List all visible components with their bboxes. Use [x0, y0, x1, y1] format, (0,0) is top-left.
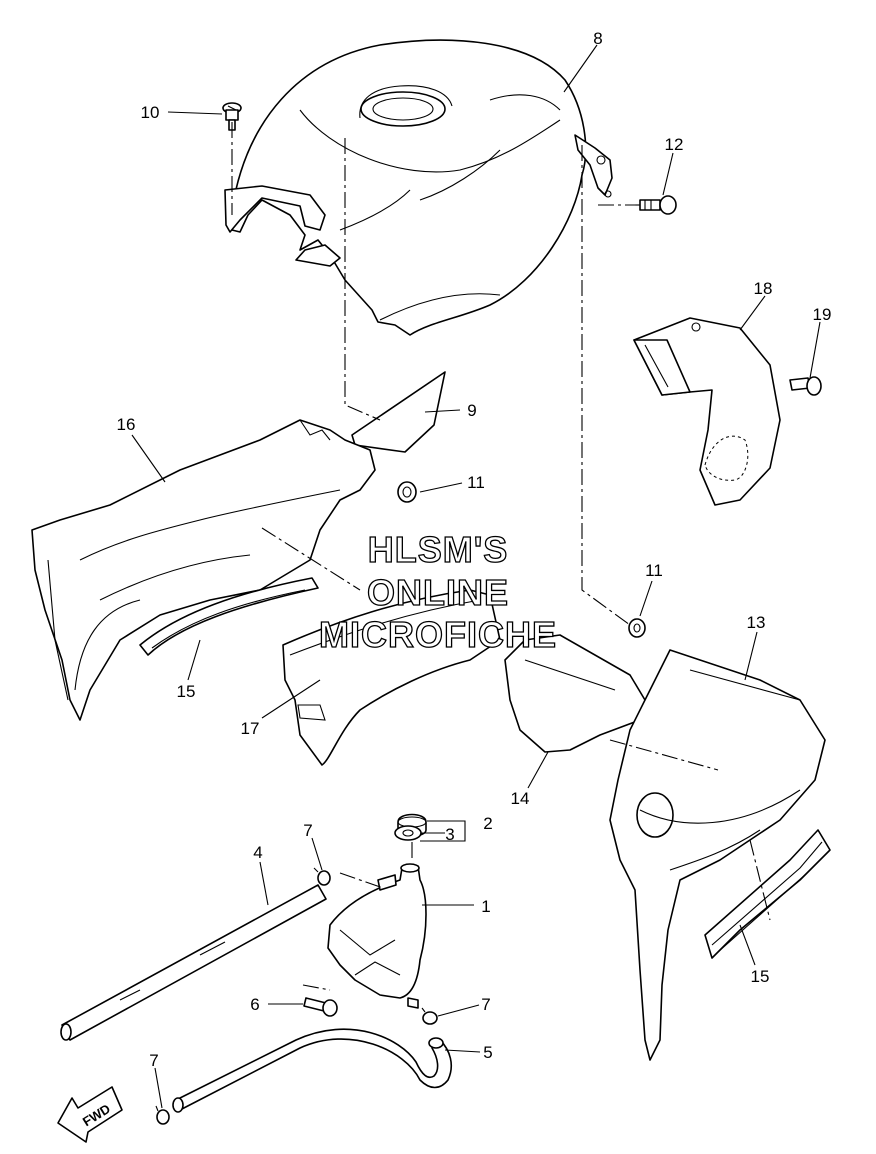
trim-strip-15b — [704, 829, 831, 959]
callout-9: 9 — [467, 401, 476, 420]
leader-lines — [131, 44, 821, 1109]
watermark-line-1: HLSM'S — [368, 529, 509, 570]
callout-10: 10 — [141, 103, 160, 122]
callout-1: 1 — [481, 897, 490, 916]
grommet-11a — [397, 481, 417, 503]
callout-19: 19 — [813, 305, 832, 324]
callout-7b: 7 — [481, 995, 490, 1014]
clip-7a — [313, 867, 331, 886]
callout-12: 12 — [665, 135, 684, 154]
bolt-12 — [639, 195, 677, 215]
watermark-line-2: ONLINE — [367, 572, 509, 613]
bolt-19 — [789, 376, 822, 396]
callout-15a: 15 — [177, 682, 196, 701]
grommet-11b — [628, 618, 646, 638]
callout-2: 2 — [483, 814, 492, 833]
callout-8: 8 — [593, 29, 602, 48]
callout-13: 13 — [747, 613, 766, 632]
trim-strip-15a — [139, 577, 319, 656]
clip-7b — [421, 1007, 438, 1025]
side-panel-17 — [282, 589, 501, 766]
callout-7a: 7 — [303, 821, 312, 840]
hose-5 — [172, 1028, 452, 1113]
side-cover-13 — [609, 649, 826, 1061]
callouts: 8 10 12 18 19 16 9 11 11 13 15 17 14 2 3… — [117, 29, 832, 1070]
callout-18: 18 — [754, 279, 773, 298]
callout-15b: 15 — [751, 967, 770, 986]
reservoir-tank-1 — [327, 863, 427, 1009]
air-duct-18 — [633, 317, 781, 506]
callout-7c: 7 — [149, 1051, 158, 1070]
callout-11a: 11 — [467, 473, 485, 492]
callout-16: 16 — [117, 415, 136, 434]
callout-17: 17 — [241, 719, 260, 738]
watermark-line-3: MICROFICHE — [319, 614, 557, 655]
side-panel-14 — [504, 634, 646, 753]
callout-3: 3 — [445, 825, 454, 844]
forward-arrow-icon: FWD — [57, 1086, 123, 1143]
watermark: HLSM'S ONLINE MICROFICHE — [318, 528, 557, 655]
side-cover-16 — [31, 419, 376, 721]
bolt-6 — [303, 997, 338, 1017]
callout-14: 14 — [511, 789, 530, 808]
callout-5: 5 — [483, 1043, 492, 1062]
gasket-3 — [394, 825, 422, 841]
tank-cover — [224, 39, 613, 336]
callout-4: 4 — [253, 843, 262, 862]
hose-4 — [60, 884, 327, 1041]
callout-11b: 11 — [645, 561, 663, 580]
assembly-lines — [231, 122, 771, 991]
callout-6: 6 — [250, 995, 259, 1014]
clip-7c — [155, 1105, 170, 1125]
